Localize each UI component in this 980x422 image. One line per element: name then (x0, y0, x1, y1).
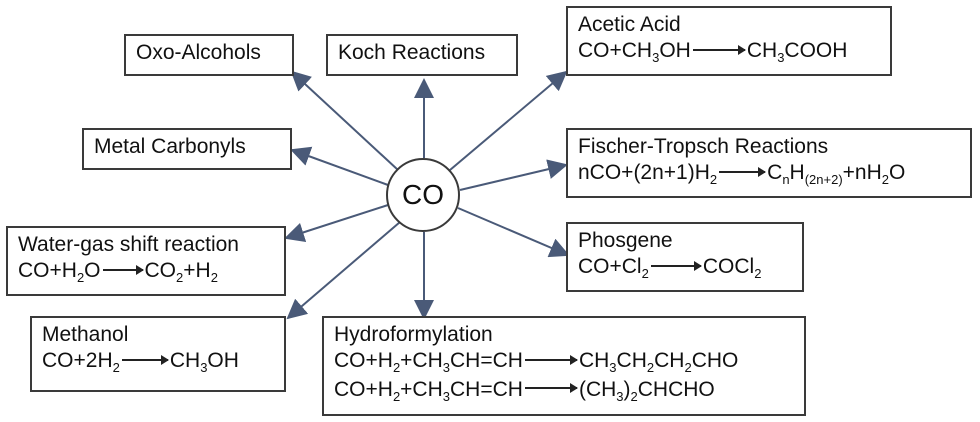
arrow-to-water-gas-shift (284, 204, 389, 242)
oxo-alcohols-title: Oxo-Alcohols (136, 41, 261, 64)
arrow-to-acetic-acid (449, 70, 568, 171)
co-center-node: CO (386, 158, 460, 232)
phosgene-title: Phosgene (578, 229, 673, 252)
metal-carbonyls-title: Metal Carbonyls (94, 135, 246, 158)
acetic-acid-title: Acetic Acid (578, 13, 681, 36)
arrow-to-oxo-alcohols (290, 70, 399, 171)
hydroformylation-equation-2: CO+H2+CH3CH=CH(CH3)2CHCHO (334, 377, 715, 404)
fischer-tropsch-title: Fischer-Tropsch Reactions (578, 135, 829, 158)
arrow-to-phosgene (457, 207, 570, 258)
arrow-to-metal-carbonyls (290, 146, 389, 186)
koch-reactions-box: Koch Reactions (326, 34, 518, 76)
hydroformylation-title: Hydroformylation (334, 323, 493, 346)
co-label: CO (402, 179, 444, 210)
metal-carbonyls-box: Metal Carbonyls (82, 128, 292, 170)
arrow-to-fischer-tropsch (459, 159, 568, 191)
koch-reactions-title: Koch Reactions (338, 41, 486, 64)
oxo-alcohols-box: Oxo-Alcohols (124, 34, 294, 76)
water-gas-shift-title: Water-gas shift reaction (18, 233, 239, 256)
arrow-to-methanol (286, 221, 401, 320)
methanol-title: Methanol (42, 323, 129, 346)
